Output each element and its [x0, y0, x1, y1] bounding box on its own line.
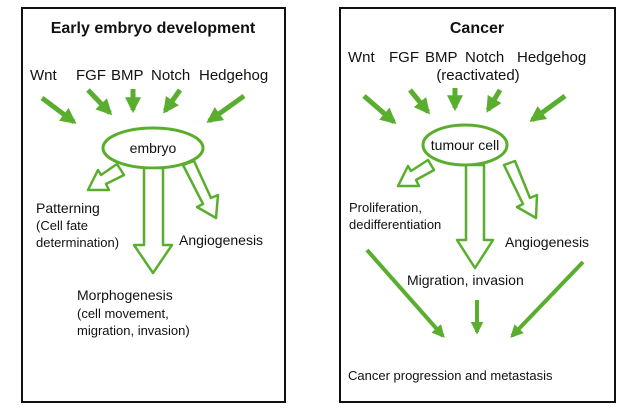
left-arrow-patterning	[86, 162, 126, 192]
left-panel: Early embryo development Wnt FGF BMP Not…	[21, 7, 286, 403]
right-arrow-wnt	[362, 94, 397, 125]
embryo-label: embryo	[130, 140, 177, 156]
left-signal-notch: Notch	[151, 67, 190, 84]
right-arrow-angiogenesis	[502, 159, 539, 220]
right-signal-arrows	[362, 88, 567, 125]
right-arrow-fgf	[408, 88, 431, 115]
right-signal-wnt: Wnt	[348, 49, 376, 66]
patterning-label-1: Patterning	[36, 200, 100, 216]
left-panel-border	[21, 7, 286, 403]
left-arrow-angiogenesis	[181, 159, 220, 220]
right-outcome-arrows	[365, 248, 585, 338]
left-arrow-hedgehog	[206, 93, 246, 124]
left-arrow-fgf	[86, 88, 113, 116]
right-panel-border	[339, 7, 616, 403]
right-signal-hedgehog: Hedgehog	[517, 49, 586, 66]
right-arrow-outcome-left	[365, 248, 445, 338]
left-signal-hedgehog: Hedgehog	[199, 67, 268, 84]
morphogenesis-label-2: (cell movement,	[77, 306, 169, 321]
left-signal-wnt: Wnt	[30, 67, 58, 84]
left-arrow-wnt	[40, 96, 77, 124]
right-panel-title: Cancer	[450, 20, 504, 37]
left-arrow-notch	[162, 88, 183, 114]
left-signal-arrows	[40, 88, 246, 124]
right-arrow-hedgehog	[529, 93, 567, 123]
right-arrow-outcome-right	[510, 260, 585, 338]
morphogenesis-label-1: Morphogenesis	[77, 287, 173, 303]
right-arrow-proliferation	[396, 158, 436, 188]
left-angiogenesis-label: Angiogenesis	[179, 232, 263, 248]
right-angiogenesis-label: Angiogenesis	[505, 234, 589, 250]
left-arrow-morphogenesis	[132, 166, 174, 275]
patterning-label-2: (Cell fate	[36, 218, 88, 233]
right-arrow-notch	[485, 88, 503, 113]
left-hollow-arrows	[86, 159, 220, 275]
morphogenesis-label-3: migration, invasion)	[77, 323, 190, 338]
proliferation-label-1: Proliferation,	[349, 200, 422, 215]
left-panel-title: Early embryo development	[51, 20, 256, 37]
right-arrow-migration	[455, 163, 495, 270]
tumour-cell-label: tumour cell	[431, 137, 499, 153]
outcome-label: Cancer progression and metastasis	[348, 368, 553, 383]
left-signal-bmp: BMP	[111, 67, 144, 84]
left-signal-fgf: FGF	[76, 67, 106, 84]
right-signal-notch: Notch	[465, 49, 504, 66]
proliferation-label-2: dedifferentiation	[349, 217, 441, 232]
migration-label: Migration, invasion	[407, 272, 524, 288]
right-signal-fgf: FGF	[389, 49, 419, 66]
reactivated-label: (reactivated)	[436, 67, 519, 84]
right-signal-bmp: BMP	[425, 49, 458, 66]
patterning-label-3: determination)	[36, 235, 119, 250]
right-panel: Cancer Wnt FGF BMP Notch Hedgehog (react…	[339, 7, 616, 403]
right-hollow-arrows	[396, 158, 539, 270]
